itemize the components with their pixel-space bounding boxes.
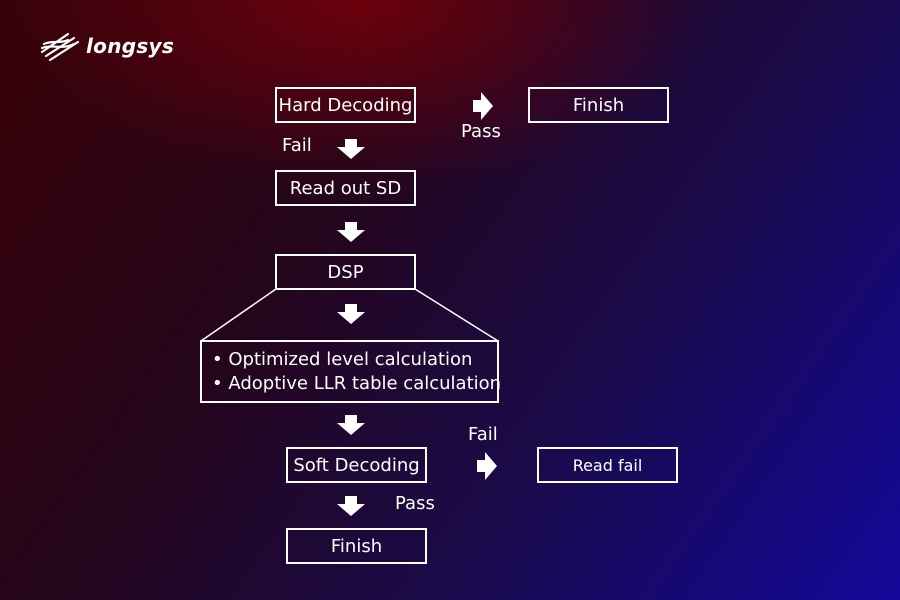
hard-decoding-box: Hard Decoding <box>275 87 416 123</box>
logo-text: longsys <box>86 34 175 58</box>
fail-right-label: Fail <box>468 424 498 445</box>
arrow-right-icon <box>477 452 497 480</box>
dsp-label: DSP <box>327 261 364 283</box>
pass-top-label: Pass <box>461 121 501 142</box>
finish-bottom-box: Finish <box>286 528 427 564</box>
read-fail-label: Read fail <box>572 455 643 475</box>
soft-decoding-box: Soft Decoding <box>286 447 427 483</box>
dsp-step-item: • Optimized level calculation <box>212 348 473 370</box>
dsp-steps-box: • Optimized level calculation • Adoptive… <box>200 340 502 403</box>
fail-left-label: Fail <box>282 135 312 156</box>
arrow-down-icon <box>337 304 365 324</box>
longsys-mark-icon <box>40 32 80 62</box>
finish-top-box: Finish <box>528 87 669 123</box>
finish-top-label: Finish <box>572 94 625 116</box>
finish-bottom-label: Finish <box>330 535 383 557</box>
arrow-down-icon <box>337 139 365 159</box>
arrow-down-icon <box>337 415 365 435</box>
hard-decoding-label: Hard Decoding <box>278 94 413 116</box>
arrow-down-icon <box>337 222 365 242</box>
pass-bottom-label: Pass <box>395 493 435 514</box>
dsp-step-item: • Adoptive LLR table calculation <box>212 372 502 394</box>
arrow-right-icon <box>473 92 493 120</box>
soft-decoding-label: Soft Decoding <box>293 454 420 476</box>
longsys-logo: longsys <box>38 28 174 64</box>
read-fail-box: Read fail <box>537 447 678 483</box>
read-out-sd-box: Read out SD <box>275 170 416 206</box>
dsp-step-text: Optimized level calculation <box>228 348 473 370</box>
dsp-box: DSP <box>275 254 416 290</box>
read-out-sd-label: Read out SD <box>289 177 402 199</box>
dsp-step-text: Adoptive LLR table calculation <box>228 372 502 394</box>
arrow-down-icon <box>337 496 365 516</box>
